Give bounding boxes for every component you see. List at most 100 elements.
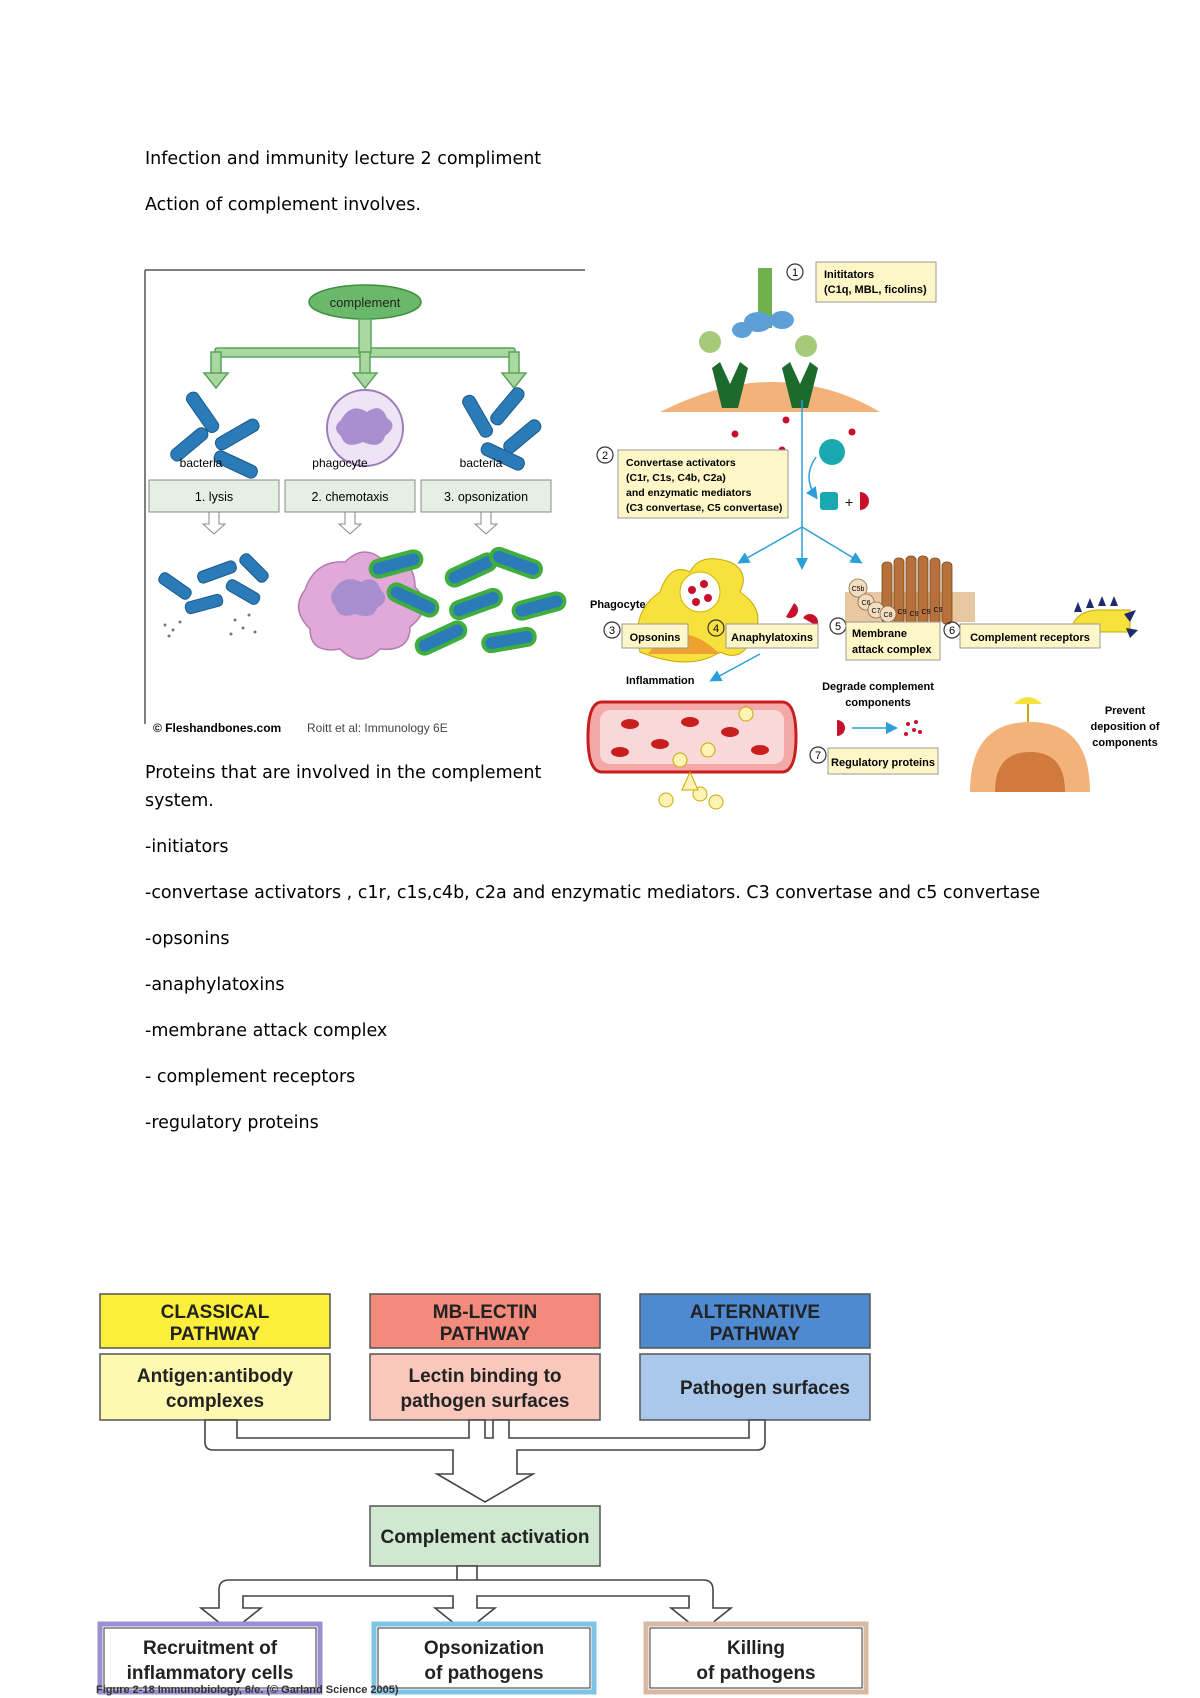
outcome-opsonization: Opsonization of pathogens <box>371 1621 597 1695</box>
proteins-intro-1: Proteins that are involved in the comple… <box>145 763 542 783</box>
activated-phagocyte <box>297 551 425 660</box>
complement-label: complement <box>330 295 401 310</box>
alternative-title-1: ALTERNATIVE <box>690 1302 820 1323</box>
inflammation-arrow <box>709 653 761 682</box>
prevent-line-1: Prevent <box>1105 705 1146 717</box>
protein-item-receptors: - complement receptors <box>145 1067 356 1087</box>
convertase-cleavage: + <box>805 439 869 510</box>
complement-pathways-figure: CLASSICAL PATHWAY Antigen:antibody compl… <box>97 1293 871 1695</box>
credit-source: Roitt et al: Immunology 6E <box>307 721 448 735</box>
action-boxes <box>148 479 552 513</box>
split-connector <box>198 1565 734 1634</box>
credit-site: © Fleshandbones.com <box>153 721 281 735</box>
initiator-molecules <box>660 268 880 412</box>
proteins-intro-2: system. <box>145 791 214 811</box>
mac-part-c9-1: C9 <box>898 609 907 616</box>
mac-label-line-1: Membrane <box>852 628 907 640</box>
action-opsonization: 3. opsonization <box>444 490 528 504</box>
lectin-title-2: PATHWAY <box>440 1324 531 1345</box>
opsonins-label: Opsonins <box>630 632 681 644</box>
step3-number: 3 <box>609 625 615 637</box>
outcome-killing-2: of pathogens <box>696 1663 815 1684</box>
opsonins-box <box>621 623 689 649</box>
lectin-trigger-2: pathogen surfaces <box>401 1391 570 1412</box>
outcome-opsonization-1: Opsonization <box>424 1638 544 1659</box>
mac-box <box>845 621 941 661</box>
mac-part-c9-2: C9 <box>910 611 919 618</box>
complement-activation-label: Complement activation <box>380 1527 589 1548</box>
convertase-line-2: (C1r, C1s, C4b, C2a) <box>626 472 726 484</box>
regulatory-proteins-label: Regulatory proteins <box>831 757 935 769</box>
inflammation-label: Inflammation <box>626 675 695 687</box>
convertase-box <box>617 449 789 519</box>
degradation-arrow <box>837 720 922 736</box>
lectin-trigger-1: Lectin binding to <box>408 1366 561 1387</box>
mac-part-c5b: C5b <box>852 586 865 593</box>
protein-item-mac: -membrane attack complex <box>145 1021 388 1041</box>
outcome-recruitment-2: inflammatory cells <box>127 1663 294 1684</box>
outcome-killing: Killing of pathogens <box>643 1621 869 1695</box>
blood-vessel <box>586 700 798 810</box>
complement-activation-node: Complement activation <box>369 1505 601 1567</box>
step7-number: 7 <box>815 750 821 762</box>
mac-part-c8: C8 <box>884 612 893 619</box>
degrade-line-1: Degrade complement <box>822 681 934 693</box>
step5-number: 5 <box>835 621 841 633</box>
lectin-title-1: MB-LECTIN <box>433 1302 537 1323</box>
prevent-line-2: deposition of <box>1090 721 1159 733</box>
protein-item-initiators: -initiators <box>145 837 229 857</box>
step2-circle <box>596 446 614 464</box>
opsonized-bacteria <box>368 546 567 656</box>
complement-actions-figure: complement bacteria phagocyte bacteria 1… <box>144 269 585 735</box>
membrane-attack-complex <box>845 555 975 625</box>
step1-circle <box>786 263 804 281</box>
action-chemotaxis: 2. chemotaxis <box>311 490 388 504</box>
outcome-opsonization-2: of pathogens <box>424 1663 543 1684</box>
outcome-recruitment: Recruitment of inflammatory cells <box>97 1621 323 1695</box>
protein-item-anaphylatoxins: -anaphylatoxins <box>145 975 285 995</box>
prevent-line-3: components <box>1092 737 1157 749</box>
convertase-line-3: and enzymatic mediators <box>626 487 752 499</box>
phagocyte-cell <box>326 389 404 467</box>
protein-item-regulatory: -regulatory proteins <box>145 1113 319 1133</box>
classical-title-1: CLASSICAL <box>161 1302 270 1323</box>
convertase-line-1: Convertase activators <box>626 457 736 469</box>
complement-receptors-label: Complement receptors <box>970 632 1090 644</box>
lectin-pathway: MB-LECTIN PATHWAY Lectin binding to path… <box>369 1293 601 1421</box>
mac-part-c9-4: C9 <box>934 607 943 614</box>
alternative-trigger: Pathogen surfaces <box>680 1378 850 1399</box>
step3-circle <box>603 621 621 639</box>
merge-connector <box>204 1419 766 1503</box>
step4-circle <box>707 619 725 637</box>
alternative-pathway: ALTERNATIVE PATHWAY Pathogen surfaces <box>639 1293 871 1421</box>
convertase-line-4: (C3 convertase, C5 convertase) <box>626 502 782 514</box>
anaphylatoxins-label: Anaphylatoxins <box>731 632 813 644</box>
branch-arrows <box>202 318 528 390</box>
step4-number: 4 <box>713 623 719 635</box>
complement-receptors-box <box>959 623 1101 649</box>
step7-circle <box>809 746 827 764</box>
section-heading: Action of complement involves. <box>145 195 421 215</box>
target-label-phagocyte: phagocyte <box>312 456 368 470</box>
lysed-bacteria <box>158 553 269 615</box>
complement-node: complement <box>308 284 422 320</box>
classical-title-2: PATHWAY <box>170 1324 261 1345</box>
plus-sign: + <box>845 494 853 510</box>
outcome-killing-1: Killing <box>727 1638 785 1659</box>
protein-item-convertase: -convertase activators , c1r, c1s,c4b, c… <box>145 883 1041 903</box>
degrade-line-2: components <box>845 697 910 709</box>
protected-host-cell <box>970 697 1090 792</box>
phagocyte-label: Phagocyte <box>590 599 646 611</box>
step6-number: 6 <box>949 625 955 637</box>
page-title: Infection and immunity lecture 2 complim… <box>145 149 542 169</box>
initiators-title: Inititators <box>824 269 874 281</box>
target-label-bacteria-left: bacteria <box>180 456 223 470</box>
initiators-sub: (C1q, MBL, ficolins) <box>824 284 927 296</box>
initiators-box <box>815 261 937 303</box>
protein-item-opsonins: -opsonins <box>145 929 230 949</box>
bacteria-group-right <box>462 387 542 471</box>
classical-pathway: CLASSICAL PATHWAY Antigen:antibody compl… <box>99 1293 331 1421</box>
action-lysis: 1. lysis <box>195 490 233 504</box>
action-arrows <box>201 511 499 535</box>
classical-trigger-1: Antigen:antibody <box>137 1366 294 1387</box>
